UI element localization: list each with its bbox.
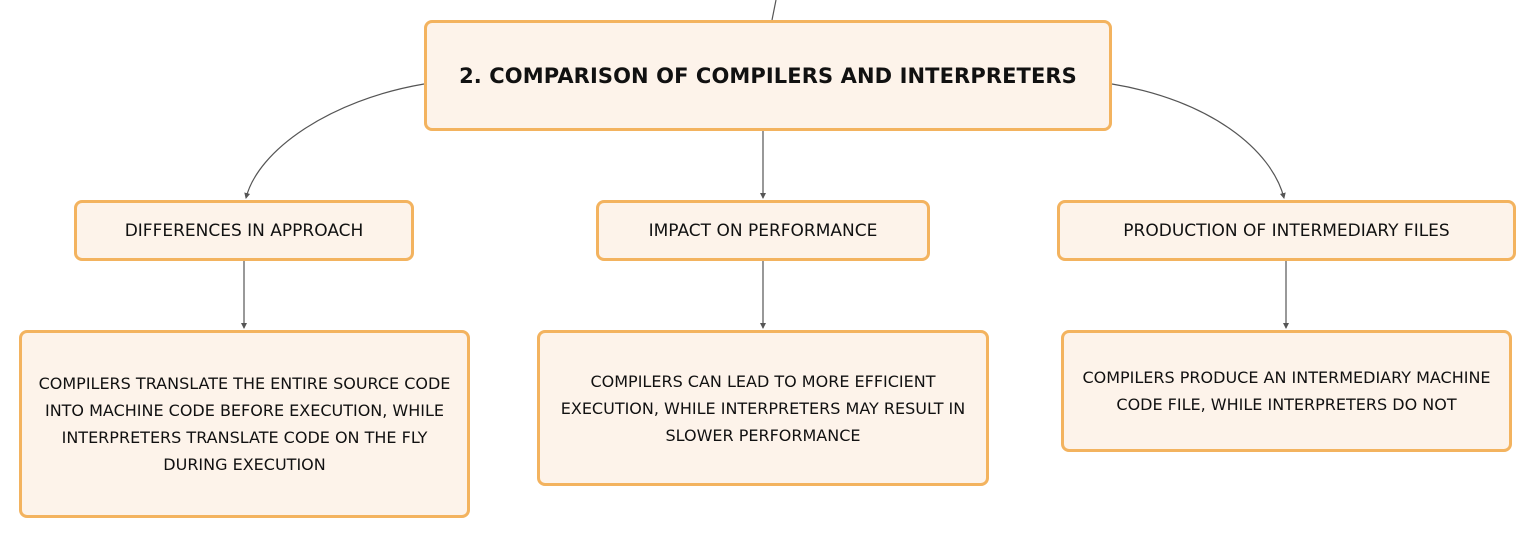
branch-node-label: IMPACT ON PERFORMANCE [648, 220, 878, 241]
leaf-node-performance-detail[interactable]: COMPILERS CAN LEAD TO MORE EFFICIENT EXE… [537, 330, 989, 486]
leaf-node-text: COMPILERS PRODUCE AN INTERMEDIARY MACHIN… [1082, 368, 1491, 414]
branch-node-differences-in-approach[interactable]: DIFFERENCES IN APPROACH [74, 200, 414, 261]
root-node-label: 2. COMPARISON OF COMPILERS AND INTERPRET… [459, 63, 1077, 88]
branch-node-label: DIFFERENCES IN APPROACH [124, 220, 364, 241]
leaf-node-text: COMPILERS TRANSLATE THE ENTIRE SOURCE CO… [38, 374, 451, 474]
leaf-node-approach-detail[interactable]: COMPILERS TRANSLATE THE ENTIRE SOURCE CO… [19, 330, 470, 518]
leaf-node-intermediary-files-detail[interactable]: COMPILERS PRODUCE AN INTERMEDIARY MACHIN… [1061, 330, 1512, 452]
root-node[interactable]: 2. COMPARISON OF COMPILERS AND INTERPRET… [424, 20, 1112, 131]
branch-node-production-of-intermediary-files[interactable]: PRODUCTION OF INTERMEDIARY FILES [1057, 200, 1516, 261]
branch-node-impact-on-performance[interactable]: IMPACT ON PERFORMANCE [596, 200, 930, 261]
connector-root-to-branch-1 [244, 83, 425, 199]
connector-parent-to-root [771, 0, 777, 21]
branch-node-label: PRODUCTION OF INTERMEDIARY FILES [1123, 220, 1450, 241]
leaf-node-text: COMPILERS CAN LEAD TO MORE EFFICIENT EXE… [560, 371, 966, 445]
connector-root-to-branch-3 [1111, 83, 1286, 199]
